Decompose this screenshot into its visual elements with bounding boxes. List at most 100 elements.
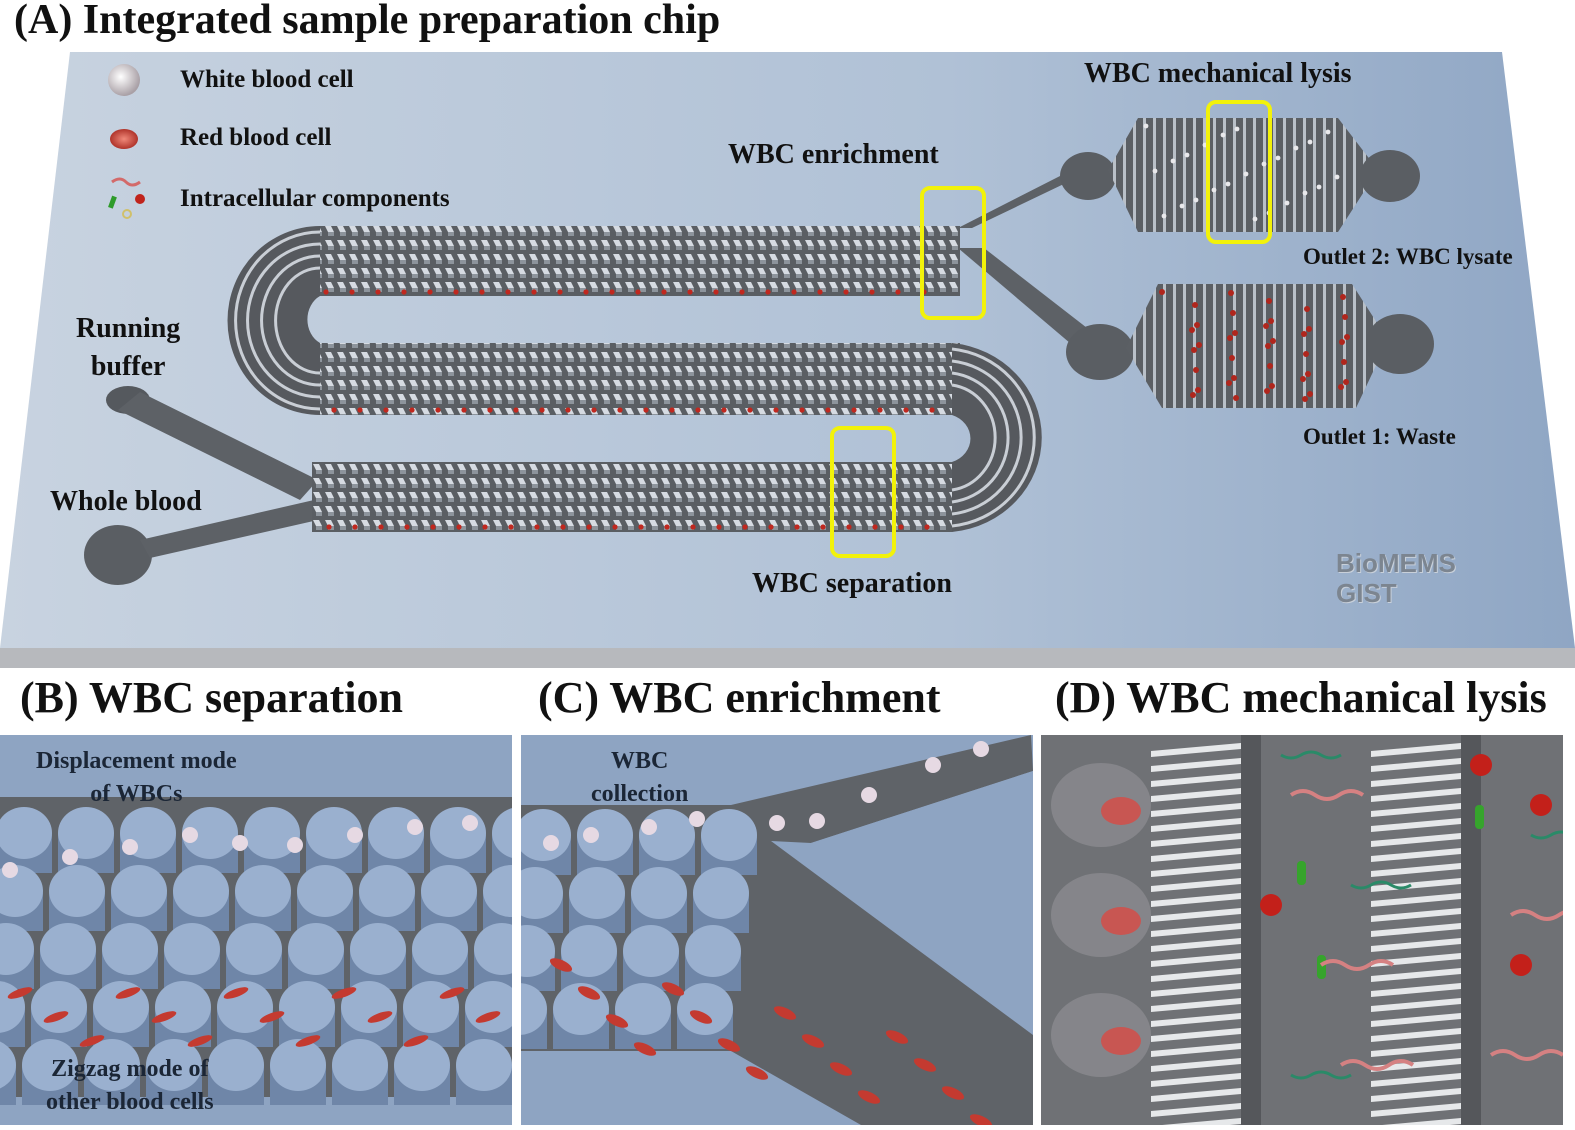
- rbc-dot: [435, 407, 441, 413]
- wbc-dot: [1170, 158, 1176, 164]
- pillar-top: [288, 923, 344, 975]
- rbc-dot: [323, 289, 329, 295]
- rbc-dot: [1229, 355, 1235, 361]
- wbc-separation-label: WBC separation: [752, 568, 952, 599]
- wbc-dot: [1211, 187, 1217, 193]
- blade: [1151, 848, 1241, 862]
- rbc-dot: [1196, 342, 1202, 348]
- rbc-dot: [1227, 335, 1233, 341]
- wbc-dot: [1184, 152, 1190, 158]
- wbc: [2, 862, 18, 878]
- blade: [1371, 788, 1461, 802]
- lysis-blades: [1151, 735, 1481, 1125]
- blade: [1151, 893, 1241, 907]
- rbc-dot: [1303, 351, 1309, 357]
- wbc-dot: [1234, 126, 1240, 132]
- rbc-dot: [794, 524, 800, 530]
- rbc-legend-icon: [110, 129, 138, 149]
- pillar-array: [0, 807, 512, 1105]
- legend-rbc-label: Red blood cell: [180, 124, 332, 151]
- panel-d-title: (D) WBC mechanical lysis: [1055, 673, 1547, 722]
- outlet1-label: Outlet 1: Waste: [1303, 424, 1456, 449]
- blade: [1151, 1073, 1241, 1087]
- pillar-top: [359, 865, 415, 917]
- collection-line1: WBC: [610, 748, 669, 774]
- outlet2-label: Outlet 2: WBC lysate: [1303, 244, 1513, 269]
- dna-strand: [1289, 789, 1365, 801]
- blade: [1151, 833, 1241, 847]
- rbc: [913, 1058, 937, 1072]
- rbc-dot: [695, 407, 701, 413]
- wbc: [122, 839, 138, 855]
- blade: [1371, 1013, 1461, 1027]
- wbc-dot: [1161, 213, 1167, 219]
- rbc-dot: [799, 407, 805, 413]
- wbc-fragment: [1051, 873, 1151, 957]
- panel-b-title: (B) WBC separation: [20, 673, 403, 722]
- rbc-dot: [820, 524, 826, 530]
- rbc-dot: [872, 524, 878, 530]
- rbc-dot: [1265, 343, 1271, 349]
- wbc-legend-icon: [108, 64, 140, 96]
- blade: [1151, 818, 1241, 832]
- wbc-dot: [1243, 171, 1249, 177]
- rbc-dot: [690, 524, 696, 530]
- dna-strand: [1319, 959, 1395, 971]
- rbc-dot: [1195, 387, 1201, 393]
- wbc: [347, 827, 363, 843]
- nucleus: [1101, 1027, 1141, 1055]
- rbc-dot: [739, 289, 745, 295]
- rbc-dot: [846, 524, 852, 530]
- wbc-lysis-label: WBC mechanical lysis: [1084, 58, 1352, 89]
- rbc-dot: [505, 289, 511, 295]
- rbc-dot: [1226, 380, 1232, 386]
- pillar-top: [235, 865, 291, 917]
- rbc: [773, 1006, 797, 1020]
- wbc: [287, 837, 303, 853]
- zigzag-line1: Zigzag mode of: [51, 1056, 209, 1082]
- blood-cells: [543, 741, 993, 1125]
- rbc-dot: [591, 407, 597, 413]
- rbc: [43, 1011, 69, 1023]
- blade: [1151, 1088, 1241, 1102]
- rbc-dot: [1305, 371, 1311, 377]
- rbc-dot: [747, 407, 753, 413]
- running-buffer-inlet: [106, 386, 318, 500]
- displacement-line1: Displacement mode: [36, 748, 237, 774]
- rbc-dot: [768, 524, 774, 530]
- pillar-top: [111, 865, 167, 917]
- pillar-top: [182, 807, 238, 859]
- blade: [1371, 833, 1461, 847]
- rbc-dot: [895, 289, 901, 295]
- wbc: [62, 849, 78, 865]
- pillar-top: [226, 923, 282, 975]
- legend-intracellular-label: Intracellular components: [180, 185, 450, 212]
- rbc: [223, 987, 249, 999]
- organelle-red: [1530, 794, 1552, 816]
- rbc: [439, 987, 465, 999]
- pillar-top: [615, 983, 671, 1035]
- rbc: [295, 1035, 321, 1047]
- blade: [1371, 1058, 1461, 1072]
- blade: [1371, 848, 1461, 862]
- rbc: [403, 1035, 429, 1047]
- pillar-top: [623, 925, 679, 977]
- zigzag-mode-label: Zigzag mode of other blood cells: [46, 1053, 214, 1119]
- blade: [1371, 863, 1461, 877]
- rbc-dot: [453, 289, 459, 295]
- rbc-dot: [609, 289, 615, 295]
- wbc-dot: [1316, 184, 1322, 190]
- rbc: [661, 982, 685, 996]
- rbc-dot: [877, 407, 883, 413]
- rbc-dot: [664, 524, 670, 530]
- rbc-dot: [1263, 323, 1269, 329]
- intracellular-components: [1051, 750, 1563, 1080]
- rbc-dot: [1344, 334, 1350, 340]
- organelle-green: [1475, 805, 1484, 829]
- rbc-dot: [1342, 314, 1348, 320]
- rbc-dot: [586, 524, 592, 530]
- wbc-dot: [1325, 129, 1331, 135]
- pillar-top: [403, 981, 459, 1033]
- wbc-dot: [1275, 155, 1281, 161]
- pillar-top: [685, 925, 741, 977]
